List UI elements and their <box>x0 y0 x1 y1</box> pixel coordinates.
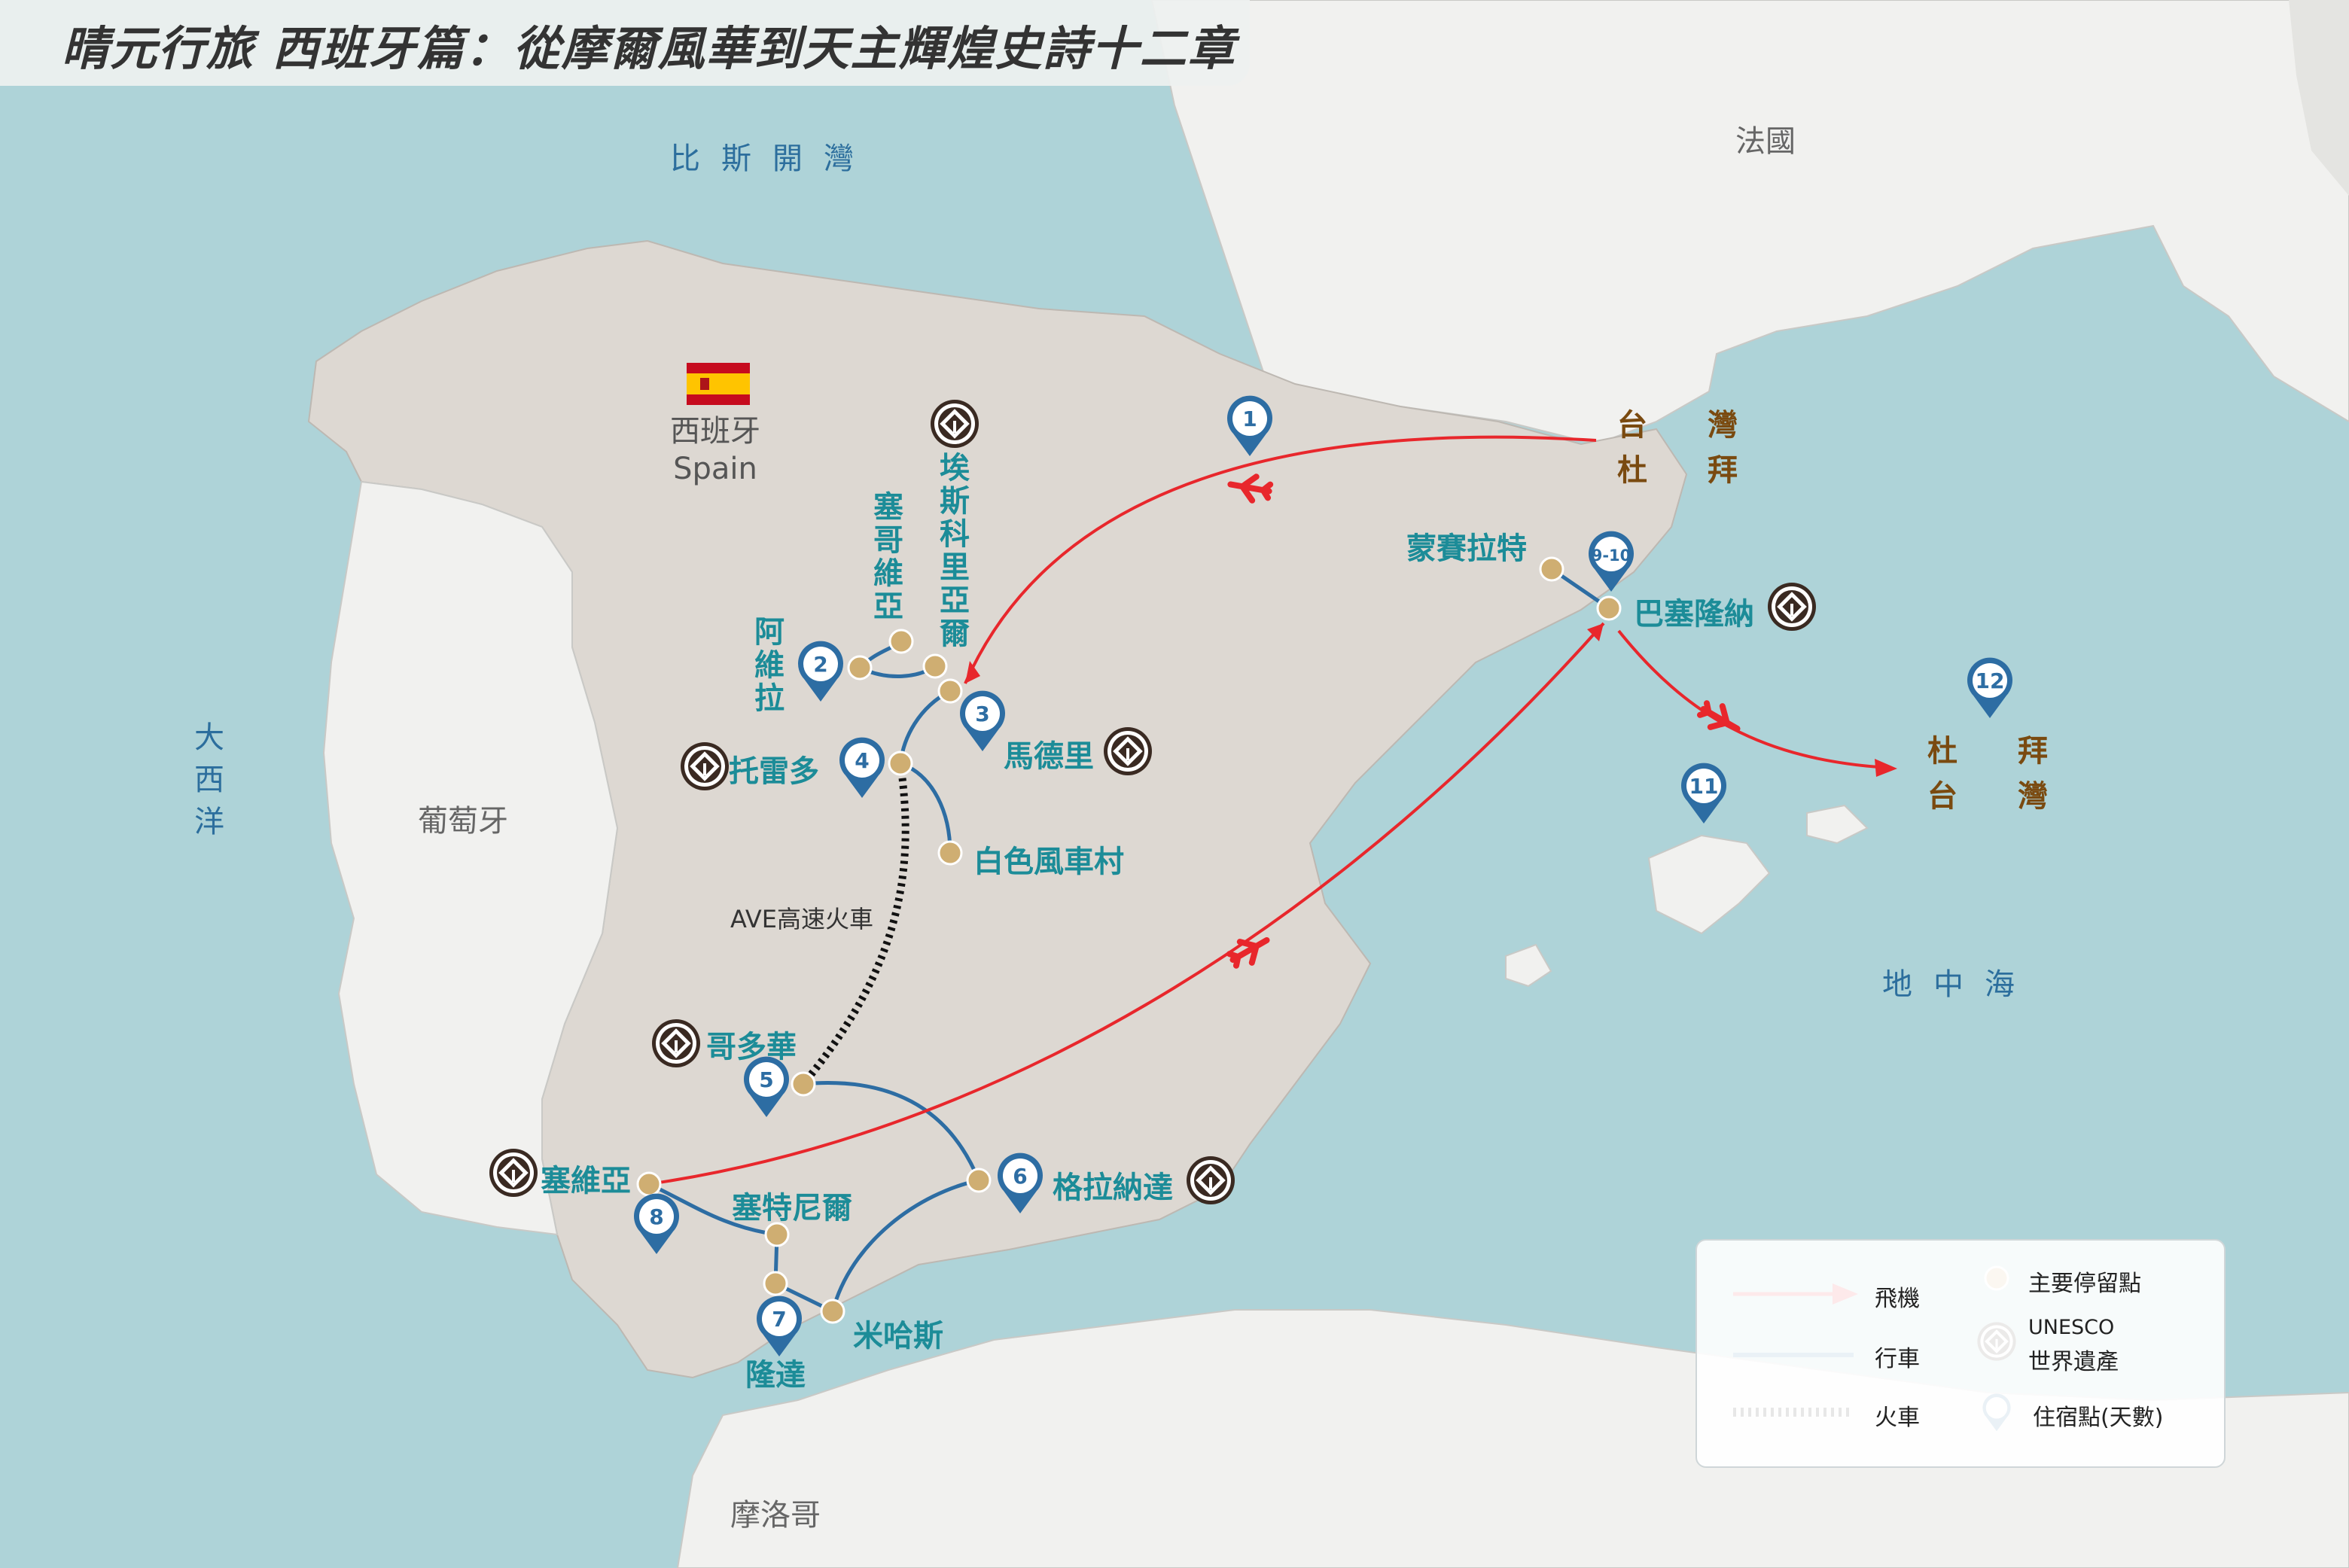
plane-icon <box>1697 699 1743 739</box>
sea-label-atlantic: 大西洋 <box>194 720 224 839</box>
spain-flag-icon <box>687 363 750 405</box>
stay-marker-label: 4 <box>855 748 869 773</box>
city-label-toledo: 托雷多 <box>729 754 819 789</box>
unesco-icon <box>1104 727 1152 775</box>
stay-marker-label: 5 <box>759 1067 773 1092</box>
title-bar: 晴元行旅 西班牙篇：從摩爾風華到天主輝煌史詩十二章 <box>0 0 1250 86</box>
unesco-icon <box>1768 583 1816 631</box>
route-barcelona-taiwan <box>1617 629 1890 769</box>
plane-arrowheads <box>965 623 1897 777</box>
legend-unesco-label-1: UNESCO <box>2028 1316 2115 1339</box>
land-corsica <box>2289 0 2349 196</box>
legend-plane-label: 飛機 <box>1875 1286 1920 1312</box>
stop-granada <box>966 1168 992 1193</box>
sea-label-biscay: 比斯開灣 <box>670 142 875 176</box>
legend-car-label: 行車 <box>1875 1346 1920 1372</box>
sea-label-mediterranean: 地中海 <box>1882 967 2036 1002</box>
legend-train-label: 火車 <box>1875 1405 1920 1431</box>
legend <box>1695 1239 2226 1468</box>
stop-toledo <box>888 751 913 776</box>
island-ibiza <box>1505 943 1552 988</box>
country-label-morocco: 摩洛哥 <box>730 1498 821 1533</box>
stay-marker-label: 3 <box>975 702 989 726</box>
stop-avila <box>847 655 873 680</box>
destination-bottom: 台 灣 <box>1927 779 2048 814</box>
train-label: AVE高速火車 <box>730 905 873 933</box>
island-menorca <box>1806 804 1869 845</box>
city-label-avila: 阿維拉 <box>754 615 785 716</box>
unesco-icon <box>931 400 979 448</box>
land-portugal <box>322 480 619 1236</box>
legend-stop-label: 主要停留點 <box>2028 1271 2141 1297</box>
stay-marker-label: 6 <box>1013 1164 1027 1189</box>
destination-label: 杜 拜 台 灣 <box>1927 729 2048 819</box>
country-label-france: 法國 <box>1735 124 1796 159</box>
route-seville-barcelona <box>648 622 1605 1186</box>
land-france <box>1150 0 2349 446</box>
city-label-consuegra: 白色風車村 <box>973 845 1124 879</box>
stop-setenil <box>764 1222 790 1247</box>
city-label-setenil: 塞特尼爾 <box>732 1191 852 1225</box>
legend-stay-label: 住宿點(天數) <box>2033 1405 2164 1431</box>
stay-marker-label: 7 <box>772 1307 786 1332</box>
origin-bottom: 杜 拜 <box>1617 453 1738 488</box>
stop-segovia <box>888 629 914 654</box>
city-label-seville: 塞維亞 <box>541 1164 631 1198</box>
legend-unesco-label-2: 世界遺產 <box>2028 1349 2119 1375</box>
unesco-icon <box>489 1149 538 1197</box>
spain-zh: 西班牙 <box>670 414 760 449</box>
spain-en: Spain <box>673 452 757 486</box>
stop-mijas <box>820 1299 845 1324</box>
stop-dots <box>636 556 1622 1324</box>
unesco-icon <box>1187 1156 1235 1204</box>
page-title: 晴元行旅 西班牙篇：從摩爾風華到天主輝煌史詩十二章 <box>62 21 1236 76</box>
land-morocco <box>676 1309 2349 1568</box>
stay-marker-label: 9-10 <box>1592 547 1632 565</box>
stay-marker-label: 8 <box>649 1204 663 1229</box>
train-route <box>800 763 909 1087</box>
stop-montserrat <box>1539 556 1564 582</box>
stay-marker-label: 11 <box>1689 774 1719 799</box>
city-label-ronda: 隆達 <box>745 1358 806 1393</box>
stay-marker-label: 1 <box>1242 406 1257 431</box>
country-label-spain: 西班牙 Spain <box>663 413 768 488</box>
stop-madrid <box>937 678 963 704</box>
stop-cordoba <box>791 1071 816 1097</box>
origin-top: 台 灣 <box>1617 408 1738 443</box>
stop-barcelona <box>1596 595 1622 621</box>
stop-escorial <box>922 653 948 679</box>
city-label-madrid: 馬德里 <box>1004 739 1094 774</box>
unesco-icon <box>681 742 729 790</box>
city-label-escorial: 埃斯科里亞爾 <box>940 451 970 651</box>
unesco-icon <box>652 1019 700 1067</box>
country-label-portugal: 葡萄牙 <box>418 804 508 839</box>
city-label-segovia: 塞哥維亞 <box>873 490 903 624</box>
stay-marker-label: 2 <box>813 652 827 677</box>
route-taiwan-madrid <box>964 435 1597 684</box>
city-label-cordoba: 哥多華 <box>706 1030 797 1064</box>
island-mallorca <box>1647 834 1771 935</box>
city-label-montserrat: 蒙賽拉特 <box>1406 531 1527 566</box>
destination-top: 杜 拜 <box>1927 734 2048 769</box>
stop-ronda <box>763 1271 788 1296</box>
stay-marker-label: 12 <box>1976 668 2005 693</box>
city-label-barcelona: 巴塞隆納 <box>1634 597 1754 632</box>
stop-consuegra <box>937 840 963 866</box>
route-seville-setenil <box>647 1182 779 1237</box>
origin-label: 台 灣 杜 拜 <box>1617 403 1738 493</box>
route-granada-mijas <box>830 1178 981 1314</box>
city-label-granada: 格拉納達 <box>1053 1171 1173 1205</box>
route-cordoba-granada <box>801 1081 981 1183</box>
city-label-mijas: 米哈斯 <box>853 1319 943 1353</box>
stop-seville <box>636 1171 662 1197</box>
